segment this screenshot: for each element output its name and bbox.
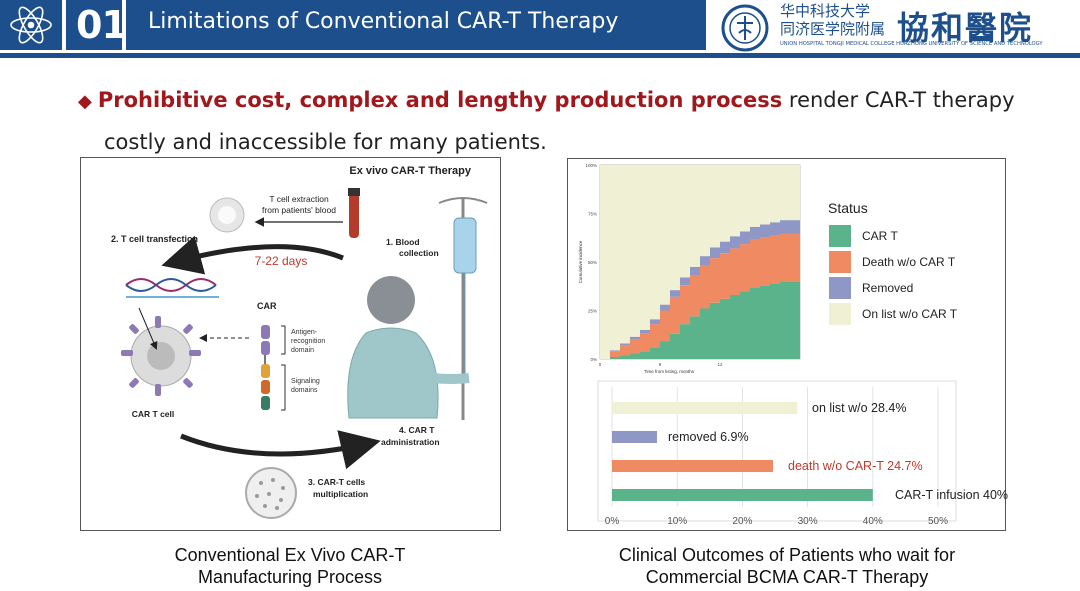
area-y-tick: 0% [590, 357, 597, 362]
blood-tube-icon [349, 190, 359, 238]
legend-label-0: CAR T [862, 229, 898, 243]
header-divider [0, 53, 1080, 58]
legend-swatch-1 [829, 251, 851, 273]
antigen-label-3: domain [291, 347, 314, 354]
bar-x-tick: 50% [928, 516, 948, 527]
petri-dish-icon [245, 467, 297, 519]
area-y-tick: 50% [588, 260, 597, 265]
legend-title: Status [828, 200, 868, 216]
section-number-box: 01 [66, 0, 128, 50]
bar-label-1: removed 6.9% [668, 430, 749, 444]
section-number: 01 [76, 3, 128, 47]
legend-label-2: Removed [862, 281, 913, 295]
university-cn-line2: 同济医学院附属 [780, 20, 886, 38]
extraction-label-1: T cell extraction [269, 194, 329, 204]
step3-label-1: 3. CAR-T cells [308, 477, 365, 487]
step1-label-2: collection [399, 248, 439, 258]
slide-header: 01 Limitations of Conventional CAR-T The… [0, 0, 1080, 58]
right-caption: Clinical Outcomes of Patients who wait f… [567, 544, 1007, 588]
left-caption: Conventional Ex Vivo CAR-T Manufacturing… [120, 544, 460, 588]
bar-label-3: CAR-T infusion 40% [895, 488, 1008, 502]
area-series-3 [600, 165, 800, 359]
process-figure: Ex vivo CAR-T Therapy T cell extraction … [80, 157, 501, 531]
area-y-tick: 75% [588, 212, 597, 217]
legend-swatch-2 [829, 277, 851, 299]
bar-3 [612, 489, 873, 501]
legend-label-3: On list w/o CAR T [862, 307, 958, 321]
atom-icon-box [0, 0, 62, 50]
iv-bag-icon [453, 217, 477, 274]
antigen-label-1: Antigen- [291, 329, 318, 336]
diamond-bullet-icon: ◆ [78, 91, 92, 112]
bar-label-0: on list w/o 28.4% [812, 401, 907, 415]
bullet-text: ◆Prohibitive cost, complex and lengthy p… [78, 80, 1038, 163]
area-x-tick: 6 [659, 362, 662, 367]
bar-x-tick: 20% [732, 516, 752, 527]
title-bar: Limitations of Conventional CAR-T Therap… [126, 0, 706, 50]
legend-swatch-3 [829, 303, 851, 325]
bar-x-tick: 10% [667, 516, 687, 527]
antigen-label-2: recognition [291, 338, 325, 345]
university-en: UNION HOSPITAL TONGJI MEDICAL COLLEGE HU… [780, 41, 1043, 47]
area-x-tick: 0 [599, 362, 602, 367]
area-y-tick: 100% [585, 163, 597, 168]
area-y-label: Cumulative incidence [578, 240, 583, 283]
hospital-name-cn: 協和醫院 [897, 9, 1034, 47]
signaling-label-2: domains [291, 387, 318, 394]
signaling-label-1: Signaling [291, 378, 320, 385]
hospital-logo-icon [721, 4, 769, 52]
bar-label-2: death w/o CAR-T 24.7% [788, 459, 923, 473]
patient-icon [347, 276, 470, 419]
atom-icon [10, 6, 52, 44]
car-t-cell-icon [121, 316, 201, 396]
extraction-label-2: from patients' blood [262, 205, 336, 215]
step4-label-2: administration [381, 437, 440, 447]
bar-x-tick: 40% [863, 516, 883, 527]
area-x-tick: 12 [717, 362, 723, 367]
legend-swatch-0 [829, 225, 851, 247]
area-x-label: Time from listing, months [644, 369, 695, 374]
step2-label: 2. T cell transfection [111, 234, 198, 244]
area-series-0 [600, 281, 800, 359]
dna-icon [125, 278, 217, 292]
right-caption-line2: Commercial BCMA CAR-T Therapy [645, 567, 929, 587]
bar-0 [612, 402, 798, 414]
bar-1 [612, 431, 657, 443]
left-caption-line1: Conventional Ex Vivo CAR-T [174, 545, 406, 565]
bar-x-tick: 30% [798, 516, 818, 527]
car-t-cell-label: CAR T cell [132, 409, 175, 419]
car-receptor-icon [261, 325, 270, 410]
bar-x-tick: 0% [605, 516, 620, 527]
bar-2 [612, 460, 774, 472]
legend-label-1: Death w/o CAR T [862, 255, 956, 269]
process-illustration: Ex vivo CAR-T Therapy T cell extraction … [111, 165, 488, 519]
university-cn-line1: 华中科技大学 [780, 2, 871, 20]
step4-label-1: 4. CAR T [399, 425, 435, 435]
figure-title: Ex vivo CAR-T Therapy [349, 165, 472, 177]
car-label: CAR [257, 301, 277, 311]
left-caption-line2: Manufacturing Process [197, 567, 383, 587]
bullet-line2: costly and inaccessible for many patient… [104, 130, 547, 154]
slide-title: Limitations of Conventional CAR-T Therap… [148, 9, 619, 34]
step1-label-1: 1. Blood [386, 237, 420, 247]
bullet-highlight: Prohibitive cost, complex and lengthy pr… [97, 88, 783, 112]
days-label: 7-22 days [255, 254, 308, 268]
right-caption-line1: Clinical Outcomes of Patients who wait f… [618, 545, 956, 565]
step3-label-2: multiplication [313, 489, 368, 499]
transfection-arrow [161, 235, 344, 275]
administration-arrow [180, 430, 381, 470]
bullet-rest: render CAR-T therapy [782, 88, 1015, 112]
area-y-tick: 25% [588, 309, 597, 314]
university-cn: 华中科技大学 同济医学院附属 [780, 2, 885, 38]
